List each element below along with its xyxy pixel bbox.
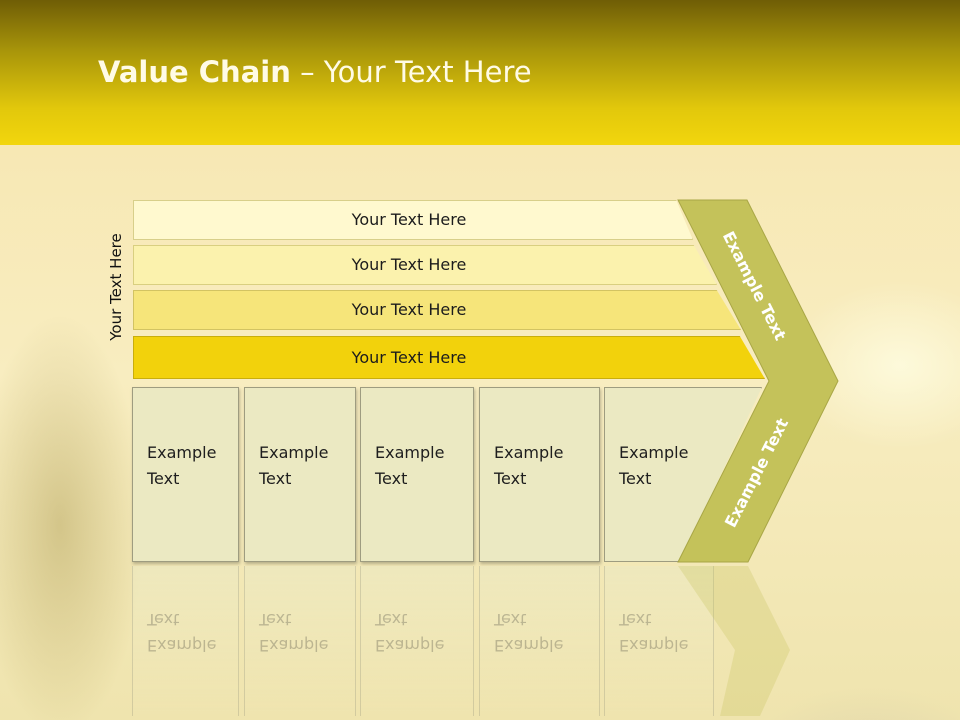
support-row-1: Your Text Here [133, 200, 693, 240]
activity-box-label: Example Text [147, 443, 217, 488]
activity-box-reflection-5: Example Text [604, 566, 714, 716]
activity-box-reflection-1: Example Text [132, 566, 239, 716]
activity-box-label: Example Text [619, 443, 689, 488]
vertical-label: Your Text Here [107, 233, 125, 341]
support-row-label: Your Text Here [351, 255, 467, 274]
support-row-4: Your Text Here [133, 336, 765, 379]
activity-box-reflection-4: Example Text [479, 566, 600, 716]
support-row-label: Your Text Here [351, 300, 467, 319]
reflection-label: Example Text [259, 610, 329, 655]
slide-title: Value Chain – Your Text Here [98, 55, 532, 89]
activity-box-label: Example Text [375, 443, 445, 488]
title-bar: Value Chain – Your Text Here [0, 0, 960, 145]
activity-box-2: Example Text [244, 387, 356, 562]
reflection-label: Example Text [619, 610, 689, 655]
activity-box-reflection-3: Example Text [360, 566, 474, 716]
title-bold: Value Chain [98, 55, 291, 89]
reflection-label: Example Text [147, 610, 217, 655]
activity-box-3: Example Text [360, 387, 474, 562]
activity-box-label: Example Text [259, 443, 329, 488]
reflection-label: Example Text [494, 610, 564, 655]
activity-box-label: Example Text [494, 443, 564, 488]
support-row-3: Your Text Here [133, 290, 741, 330]
activity-box-reflection-2: Example Text [244, 566, 356, 716]
activity-box-1: Example Text [132, 387, 239, 562]
activity-box-4: Example Text [479, 387, 600, 562]
support-row-label: Your Text Here [351, 210, 467, 229]
title-rest: – Your Text Here [290, 55, 532, 89]
support-row-label: Your Text Here [351, 348, 467, 367]
reflection-label: Example Text [375, 610, 445, 655]
support-row-2: Your Text Here [133, 245, 717, 285]
